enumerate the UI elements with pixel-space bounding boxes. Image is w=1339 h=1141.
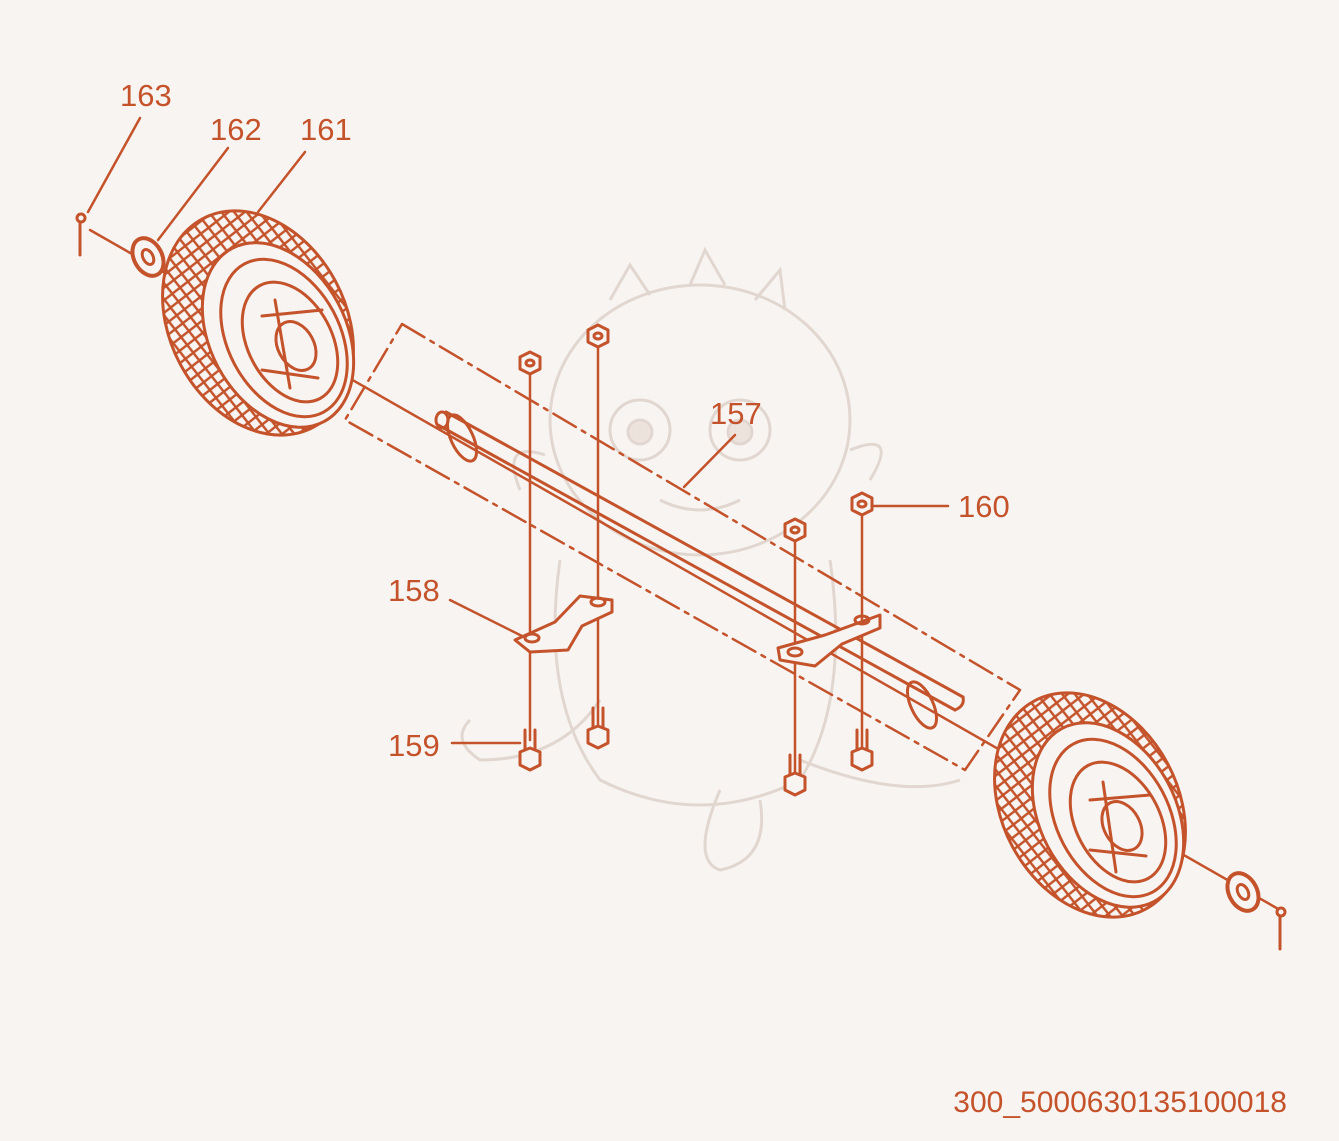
mascot-watermark: [460, 246, 961, 872]
leader-157: [682, 433, 737, 489]
pin-left: [75, 212, 87, 257]
bracket-right: [776, 613, 882, 668]
washer-left: [130, 236, 166, 278]
nut-160: [850, 491, 874, 517]
bolt-3: [783, 753, 807, 797]
leader-161: [256, 150, 307, 214]
axle-shaft: [434, 410, 965, 730]
nut-3: [783, 517, 807, 543]
parts-lines: [75, 116, 1287, 951]
bolt-2: [586, 706, 610, 750]
assembly-outline-157: [343, 322, 1022, 772]
nut-2: [586, 323, 610, 349]
wheel-left: [161, 209, 356, 437]
wheel-right: [993, 691, 1187, 919]
callout-162: 162: [210, 112, 262, 147]
callout-159: 159: [388, 728, 440, 763]
bolt-4: [850, 728, 874, 772]
leader-162: [156, 146, 230, 242]
bolt-1: [518, 728, 542, 772]
nut-1: [518, 350, 542, 376]
callout-158: 158: [388, 573, 440, 608]
callout-163: 163: [120, 78, 172, 113]
document-code: 300_5000630135100018: [953, 1086, 1287, 1119]
leader-163: [86, 116, 142, 214]
callout-160: 160: [958, 489, 1010, 524]
callout-157: 157: [710, 396, 762, 431]
leader-158: [448, 598, 524, 638]
callout-161: 161: [300, 112, 352, 147]
pin-right: [1275, 906, 1287, 951]
bracket-left: [513, 594, 614, 654]
washer-right: [1225, 871, 1261, 913]
